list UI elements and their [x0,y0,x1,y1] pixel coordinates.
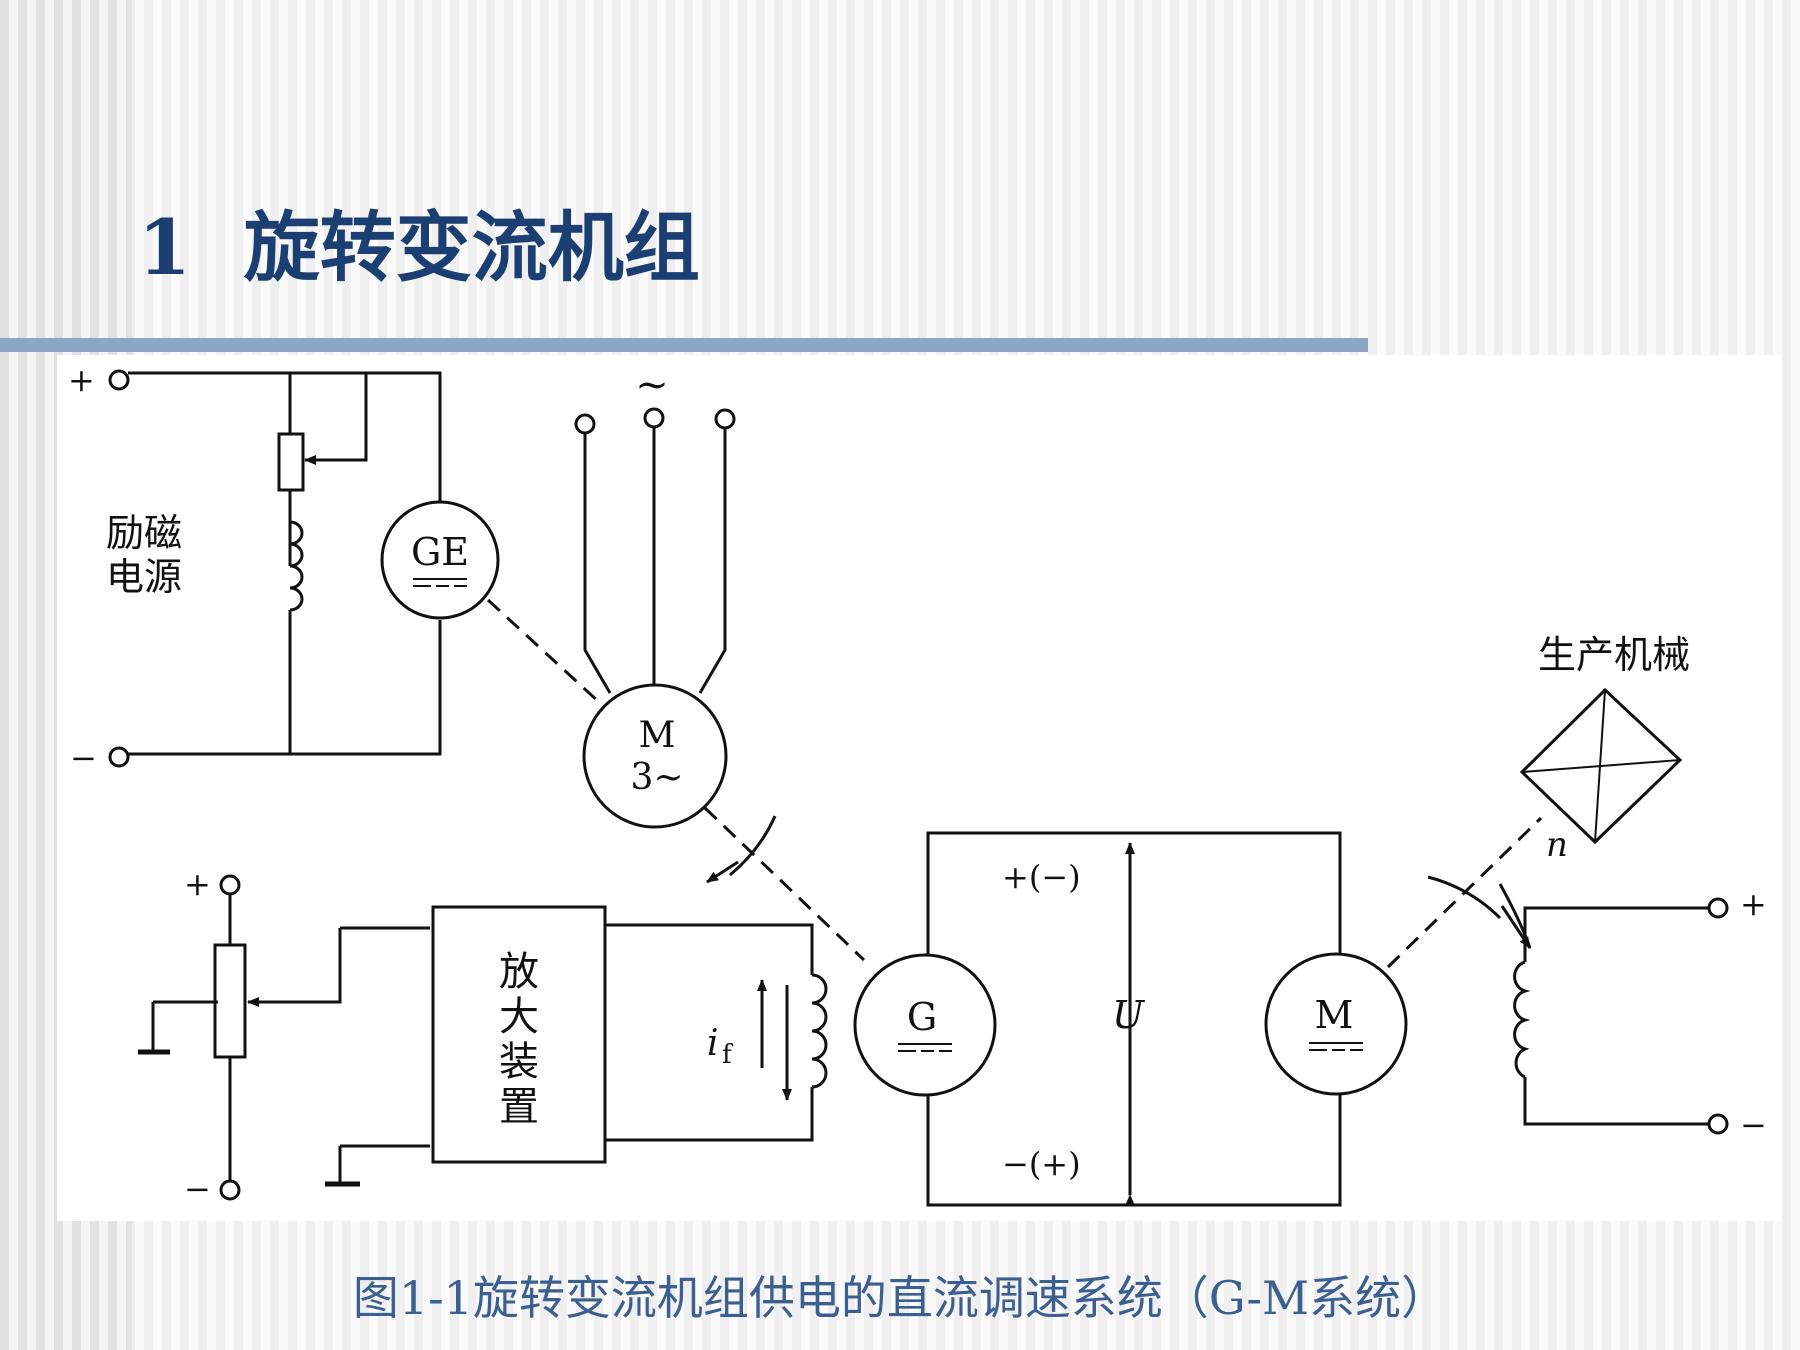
ac-supply-label: ~ [635,362,669,408]
speed-label: n [1546,825,1568,865]
amplifier-box [431,905,607,1164]
field-current-label: i [707,1023,719,1064]
motor-field-coil [1513,960,1531,1079]
speed-reference [138,874,430,1201]
excitation-source-label: 励磁 [106,511,182,555]
excitation-circuit [108,369,500,768]
potentiometer [213,943,247,1059]
plus-sign-ref: + [184,865,211,903]
excitation-source-label-2: 电源 [106,555,182,599]
plus-sign: + [68,361,95,399]
amplifier-label-2: 大 [499,994,539,1040]
minus-sign-ref: − [184,1170,211,1208]
ac-motor-label: M [639,715,676,756]
plus-minus-label: +(−) [1002,858,1081,896]
amplifier-label-1: 放 [499,949,539,995]
ge-exciter [380,500,500,620]
generator-field-coil [811,973,828,1089]
title-rule [0,338,1368,352]
ge-label: GE [411,530,469,574]
production-machinery-label: 生产机械 [1538,633,1690,677]
ac-terminal-1 [574,413,596,435]
generator-label: G [907,995,937,1039]
rheostat [277,432,305,492]
terminal-minus-ref [219,1179,241,1201]
plus-sign-field: + [1740,885,1767,923]
ac-motor-group [486,407,866,962]
ac-terminal-2 [643,407,665,429]
armature-loop [853,831,1408,1207]
ac-terminal-3 [714,408,736,430]
voltage-label: U [1112,993,1146,1037]
ac-motor [582,683,728,829]
minus-sign-field: − [1740,1106,1767,1144]
field-winding-coil [289,520,304,612]
figure-caption: 图1-1旋转变流机组供电的直流调速系统（G-M系统） [352,1271,1448,1325]
amplifier-group [431,905,828,1164]
terminal-minus-top [108,746,130,768]
field-current-subscript: f [722,1040,734,1070]
amplifier-label-3: 装 [499,1039,539,1085]
minus-sign: − [70,739,97,777]
terminal-plus-top [108,369,130,391]
dc-motor-label: M [1315,993,1354,1037]
load-group [1386,687,1729,1135]
amplifier-label-4: 置 [499,1084,539,1130]
terminal-plus-field [1707,897,1729,919]
terminal-minus-field [1707,1113,1729,1135]
dc-generator [853,953,997,1097]
slide-title: 1 旋转变流机组 [138,203,700,292]
dc-motor [1264,952,1408,1096]
terminal-plus-ref [219,874,241,896]
ac-motor-phase-label: 3~ [630,757,683,798]
minus-plus-label: −(+) [1002,1145,1081,1183]
